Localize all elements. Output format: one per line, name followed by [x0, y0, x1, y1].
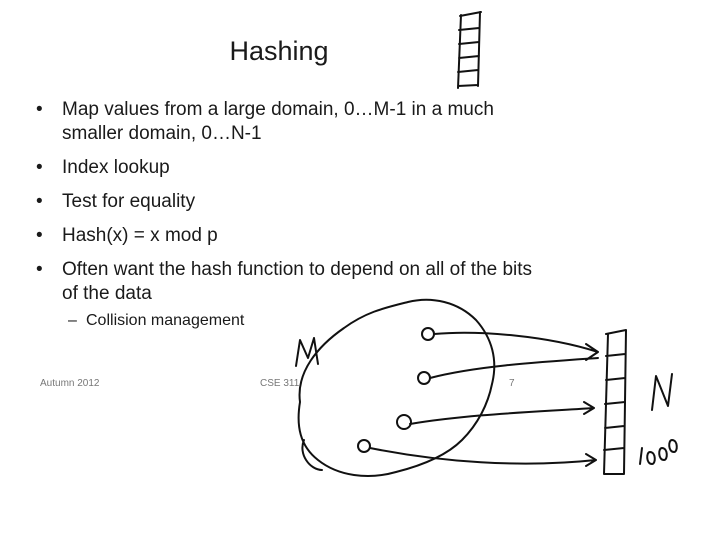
- bullet-item: Map values from a large domain, 0…M-1 in…: [36, 98, 536, 146]
- sub-bullet-item: – Collision management: [36, 310, 536, 332]
- value-circle: [357, 439, 371, 453]
- footer-course: CSE 311: [260, 378, 300, 389]
- bullet-list: Map values from a large domain, 0…M-1 in…: [36, 98, 536, 332]
- slide-title: Hashing: [229, 36, 329, 66]
- domain-label-sketch: M: [295, 337, 319, 367]
- value-circle: [396, 414, 412, 430]
- bullet-item: Index lookup: [36, 156, 536, 180]
- bullet-item: Test for equality: [36, 190, 536, 214]
- mapping-arrow: [433, 331, 599, 361]
- domain-blob-sketch: [297, 298, 496, 477]
- footer-page-number: 7: [509, 378, 515, 389]
- mapping-arrow: [429, 357, 599, 379]
- value-circle: [417, 371, 431, 385]
- mapping-arrow: [369, 447, 597, 467]
- bullet-item: Hash(x) = x mod p: [36, 224, 536, 248]
- footer-date: Autumn 2012: [40, 378, 100, 389]
- dash-marker: –: [68, 312, 77, 329]
- mapping-arrow: [409, 401, 595, 425]
- bullet-item: Often want the hash function to depend o…: [36, 258, 536, 306]
- small-table-sketch: [457, 11, 482, 89]
- value-circle: [421, 327, 435, 341]
- sub-bullet-text: Collision management: [86, 312, 245, 329]
- range-size-sketch: 1000: [639, 439, 678, 465]
- hash-table-sketch: [603, 329, 627, 475]
- range-label-sketch: N: [651, 373, 673, 411]
